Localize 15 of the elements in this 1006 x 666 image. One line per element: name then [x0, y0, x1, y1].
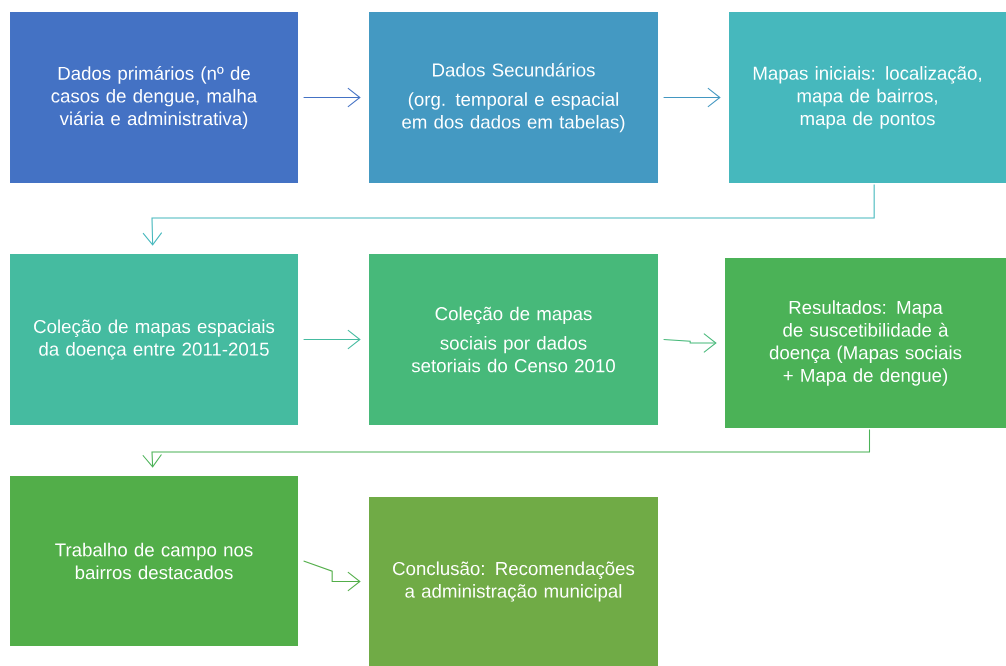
process-box: Coleção de mapas sociais por dados setoriais do Censo 2010	[369, 254, 658, 425]
process-box: Trabalho de campo nos bairros destacados	[10, 476, 298, 646]
arrow	[663, 333, 717, 353]
process-box: Dados Secundários (org. temporal e espacial em dos dados em tabelas)	[369, 12, 658, 183]
process-box: Dados primários (nº de casos de dengue, malha viária e administrativa)	[10, 12, 298, 183]
arrow	[303, 560, 361, 592]
arrow	[303, 329, 361, 350]
arrow	[303, 87, 361, 108]
process-box: Coleção de mapas espaciais da doença entre 2011-2015	[10, 254, 298, 425]
arrow	[142, 429, 871, 468]
process-box: Resultados: Mapa de suscetibilidade à doença (Mapas sociais + Mapa de dengue)	[725, 258, 1006, 428]
process-box: Mapas iniciais: localização, mapa de bairros, mapa de pontos	[729, 12, 1006, 183]
arrow	[142, 184, 875, 246]
process-box: Conclusão: Recomendações a administração municipal	[369, 497, 658, 666]
arrow	[663, 87, 721, 108]
